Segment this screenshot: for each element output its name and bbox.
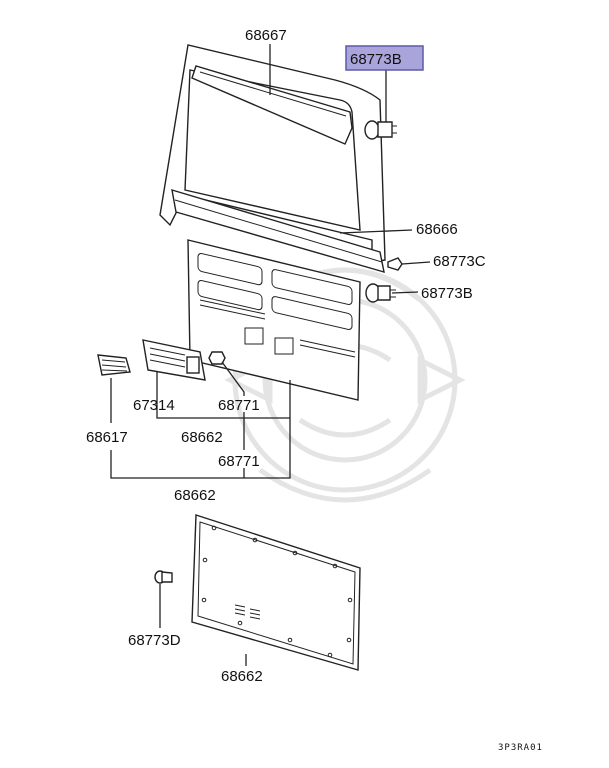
label-68771-first: 68771 [218,397,260,414]
clip-68773b-top [364,120,397,140]
label-68773d: 68773D [128,632,181,649]
screw-68771 [208,351,226,365]
cap-68617 [97,354,131,376]
highlight-box [345,45,424,71]
diagram-code: 3P3RA01 [498,743,543,753]
label-68773c: 68773C [433,253,486,270]
clip-68773d [154,570,173,584]
label-68617: 68617 [86,429,128,446]
clip-68773c [387,257,403,271]
label-67314: 67314 [133,397,175,414]
label-68773b: 68773B [421,285,473,302]
label-68667: 68667 [245,27,287,44]
label-68662-third: 68662 [221,668,263,685]
leader-lines [110,44,431,666]
label-68662-second: 68662 [174,487,216,504]
label-68666: 68666 [416,221,458,238]
label-68771-second: 68771 [218,453,260,470]
handle-67314 [142,339,206,381]
clip-68773b-side [365,283,396,303]
door-trim-lower [187,239,361,401]
label-68773b-highlighted: 68773B [350,51,402,68]
label-68662-first: 68662 [181,429,223,446]
door-trim-upper [159,44,386,273]
trim-panel-68662-bottom [191,514,361,671]
